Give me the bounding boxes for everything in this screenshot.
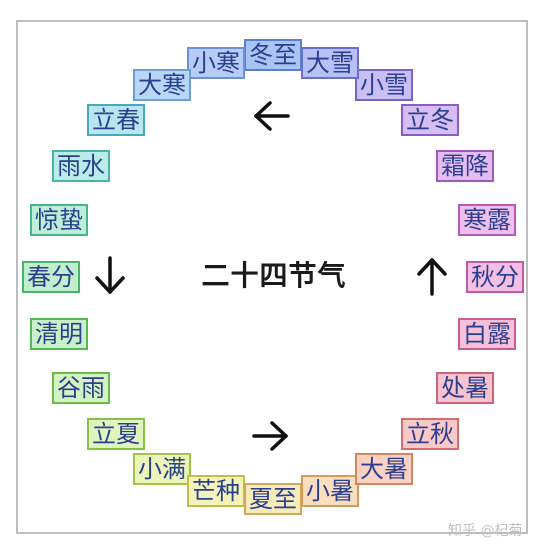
watermark: 知乎 @杞菊 — [448, 523, 523, 539]
arrow-down-icon — [95, 256, 125, 294]
solar-term-box: 清明 — [30, 318, 88, 350]
solar-term-box: 冬至 — [244, 39, 302, 71]
solar-term-box: 惊蛰 — [30, 204, 88, 236]
solar-term-box: 春分 — [22, 261, 80, 293]
arrow-right-icon — [252, 421, 288, 451]
solar-term-box: 夏至 — [244, 483, 302, 515]
solar-term-box: 秋分 — [466, 261, 524, 293]
diagram-title: 二十四节气 — [201, 259, 347, 292]
arrow-up-icon — [417, 258, 447, 296]
solar-term-box: 雨水 — [52, 150, 110, 182]
solar-term-box: 大雪 — [301, 47, 359, 79]
solar-term-box: 白露 — [458, 318, 516, 350]
solar-term-box: 小寒 — [187, 47, 245, 79]
solar-term-box: 立秋 — [401, 418, 459, 450]
solar-term-box: 霜降 — [436, 150, 494, 182]
solar-term-box: 立冬 — [401, 104, 459, 136]
solar-term-box: 大暑 — [355, 453, 413, 485]
solar-term-box: 立夏 — [87, 418, 145, 450]
solar-term-box: 谷雨 — [52, 372, 110, 404]
solar-term-box: 小满 — [133, 453, 191, 485]
solar-term-box: 芒种 — [187, 475, 245, 507]
arrow-left-icon — [254, 101, 290, 131]
solar-term-box: 小雪 — [355, 69, 413, 101]
solar-term-box: 大寒 — [133, 69, 191, 101]
solar-term-box: 立春 — [87, 104, 145, 136]
solar-term-box: 小暑 — [301, 475, 359, 507]
solar-term-box: 寒露 — [458, 204, 516, 236]
solar-term-box: 处暑 — [436, 372, 494, 404]
